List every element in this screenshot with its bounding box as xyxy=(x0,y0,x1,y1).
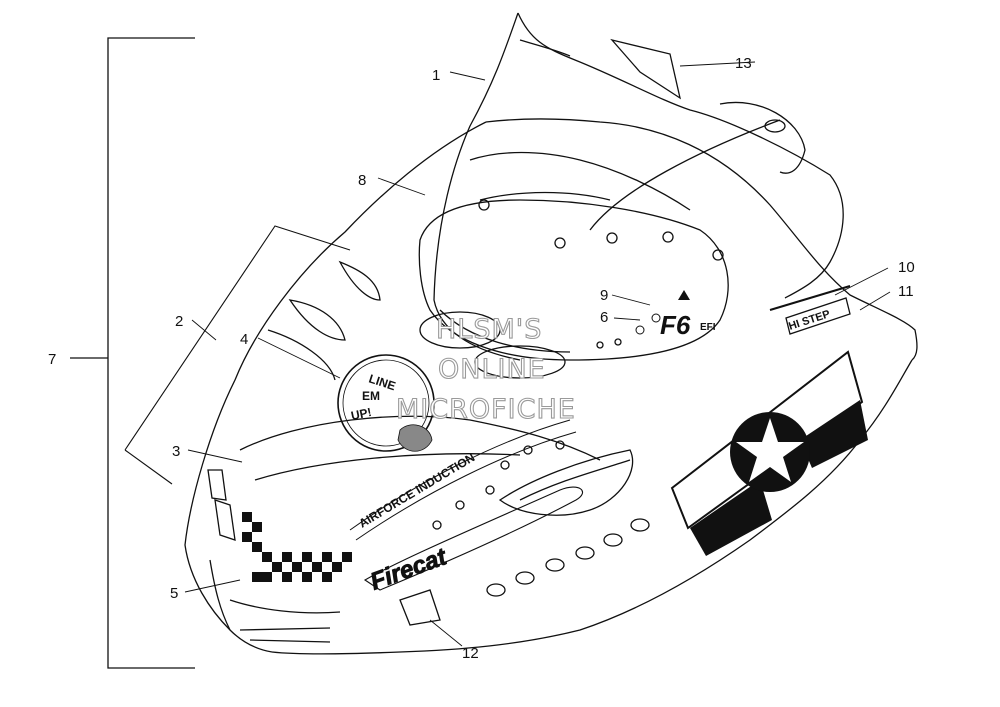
callout-numbers: 1 2 3 4 5 6 7 8 9 10 11 12 13 xyxy=(48,55,915,662)
subassembly-bracket xyxy=(124,225,351,485)
callout-12: 12 xyxy=(462,645,479,662)
airforce-stripe-text: AIRFORCE INDUCTION xyxy=(356,450,477,530)
callout-11: 11 xyxy=(898,283,914,300)
callout-5: 5 xyxy=(170,585,178,602)
checkered-decal xyxy=(242,512,352,582)
callout-1: 1 xyxy=(432,67,440,84)
windshield xyxy=(433,12,844,361)
callout-4: 4 xyxy=(240,331,248,348)
hood-badge-line2: EM xyxy=(362,389,380,403)
assembly-bracket xyxy=(70,37,195,669)
model-badge-decal: F6 EFI xyxy=(635,290,716,340)
star-insignia-decal xyxy=(670,350,868,556)
callout-9: 9 xyxy=(600,287,608,304)
hood-body xyxy=(184,118,918,655)
hi-step-text: HI STEP xyxy=(787,308,831,333)
model-badge-text: F6 xyxy=(660,310,691,340)
script-logo-text: Firecat xyxy=(367,543,451,596)
hood-badge-line3: UP! xyxy=(350,405,373,423)
callout-7: 7 xyxy=(48,351,56,368)
watermark-line2: ONLINE xyxy=(438,354,546,385)
callout-10: 10 xyxy=(898,259,915,276)
callout-3: 3 xyxy=(172,443,180,460)
leader-lines xyxy=(184,61,891,647)
watermark-line1: HLSM'S xyxy=(436,314,542,345)
callout-6: 6 xyxy=(600,309,608,326)
airforce-stripe-decal: AIRFORCE INDUCTION xyxy=(349,419,577,541)
watermark: HLSM'S ONLINE MICROFICHE xyxy=(395,313,576,425)
callout-13: 13 xyxy=(735,55,752,72)
model-badge-suffix: EFI xyxy=(700,322,716,333)
callout-8: 8 xyxy=(358,172,366,189)
watermark-line3: MICROFICHE xyxy=(396,394,576,425)
callout-2: 2 xyxy=(175,313,183,330)
